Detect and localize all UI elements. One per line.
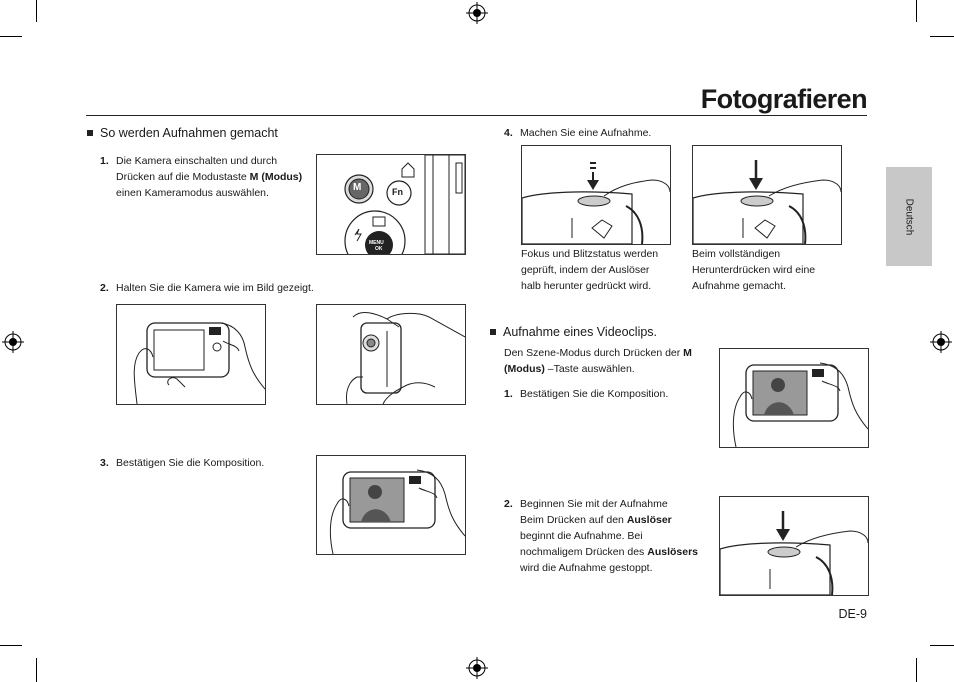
caption-line: Aufnahme gemacht.: [692, 280, 786, 292]
intro-text-bold: M: [683, 347, 692, 359]
step-text: Bestätigen Sie die Komposition.: [116, 457, 265, 469]
camera-hold-horizontal-figure: [116, 304, 266, 405]
page-title: Fotografieren: [700, 84, 868, 114]
step-4: 4. Machen Sie eine Aufnahme.: [504, 125, 714, 141]
crop-mark: [916, 0, 917, 22]
step-text: einen Kameramodus auswählen.: [116, 187, 269, 199]
step-text: Bestätigen Sie die Komposition.: [520, 388, 669, 400]
camera-lcd-portrait-illustration: [329, 469, 465, 554]
step-text: beginnt die Aufnahme. Bei: [520, 530, 643, 542]
menu-button-label: MENU: [369, 240, 384, 246]
intro-text: Den Szene-Modus durch Drücken der: [504, 347, 684, 359]
caption-line: Beim vollständigen: [692, 248, 781, 260]
page-number: DE-9: [838, 607, 867, 621]
step-1: 1. Die Kamera einschalten und durch Drüc…: [100, 153, 315, 201]
step-text-bold: M (Modus): [249, 171, 303, 183]
title-rule: [86, 115, 867, 116]
caption-half-press: Fokus und Blitzstatus werden geprüft, in…: [521, 246, 681, 294]
crop-mark: [0, 36, 22, 37]
ok-button-label: OK: [375, 246, 383, 252]
language-tab: Deutsch: [886, 167, 932, 266]
crop-mark: [36, 658, 37, 682]
intro-text-bold: (Modus): [504, 363, 545, 375]
section-heading-text: Aufnahme eines Videoclips.: [503, 325, 658, 339]
fn-button-label: Fn: [392, 187, 403, 197]
crop-mark: [930, 36, 954, 37]
step-text-bold: Auslöser: [626, 514, 672, 526]
video-step-1: 1. Bestätigen Sie die Komposition.: [504, 386, 709, 402]
camera-buttons-illustration: [344, 155, 465, 254]
step-number: 1.: [504, 388, 513, 400]
camera-buttons-figure: M Fn MENU OK: [316, 154, 466, 255]
step-text-bold: Auslösers: [647, 546, 699, 558]
caption-full-press: Beim vollständigen Herunterdrücken wird …: [692, 246, 852, 294]
registration-mark-icon: [466, 2, 488, 24]
hands-holding-camera-illustration: [133, 322, 265, 404]
video-step-2: 2. Beginnen Sie mit der Aufnahme Beim Dr…: [504, 496, 714, 576]
crop-mark: [36, 0, 37, 22]
step-number: 4.: [504, 127, 513, 139]
video-shutter-figure: [719, 496, 869, 596]
step-text: Machen Sie eine Aufnahme.: [520, 127, 652, 139]
camera-composition-figure: [316, 455, 466, 555]
caption-line: halb herunter gedrückt wird.: [521, 280, 652, 292]
video-composition-figure: [719, 348, 869, 448]
shutter-half-press-figure: [521, 145, 671, 245]
caption-line: Herunterdrücken wird eine: [692, 264, 816, 276]
step-text: Beginnen Sie mit der Aufnahme: [520, 498, 668, 510]
camera-hold-vertical-figure: [316, 304, 466, 405]
step-text: Beim Drücken auf den: [520, 514, 627, 526]
bullet-square-icon: [490, 329, 496, 335]
video-intro: Den Szene-Modus durch Drücken der M (Mod…: [504, 345, 709, 377]
section-heading: So werden Aufnahmen gemacht: [87, 126, 278, 140]
step-number: 1.: [100, 155, 109, 167]
crop-mark: [0, 645, 22, 646]
crop-mark: [930, 645, 954, 646]
step-text: Drücken auf die Modustaste: [116, 171, 250, 183]
bullet-square-icon: [87, 130, 93, 136]
step-3: 3. Bestätigen Sie die Komposition.: [100, 455, 310, 471]
shutter-half-press-illustration: [522, 162, 670, 244]
camera-lcd-portrait-illustration: [732, 362, 868, 447]
step-number: 3.: [100, 457, 109, 469]
mode-button-label: M: [353, 182, 362, 193]
step-text: wird die Aufnahme gestoppt.: [520, 562, 653, 574]
step-number: 2.: [504, 498, 513, 510]
shutter-full-press-figure: [692, 145, 842, 245]
section-heading-text: So werden Aufnahmen gemacht: [100, 126, 278, 140]
intro-text: –Taste auswählen.: [544, 363, 635, 375]
caption-line: geprüft, indem der Auslöser: [521, 264, 650, 276]
step-text: Die Kamera einschalten und durch: [116, 155, 278, 167]
registration-mark-icon: [930, 331, 952, 353]
step-text: Halten Sie die Kamera wie im Bild gezeig…: [116, 282, 314, 294]
section-heading-video: Aufnahme eines Videoclips.: [490, 325, 657, 339]
crop-mark: [916, 658, 917, 682]
hands-holding-camera-vertical-illustration: [346, 312, 465, 404]
registration-mark-icon: [2, 331, 24, 353]
language-tab-label: Deutsch: [903, 198, 915, 235]
shutter-press-illustration: [720, 511, 868, 595]
step-number: 2.: [100, 282, 109, 294]
step-text: nochmaligem Drücken des: [520, 546, 648, 558]
step-2: 2. Halten Sie die Kamera wie im Bild gez…: [100, 280, 340, 296]
registration-mark-icon: [466, 657, 488, 679]
caption-line: Fokus und Blitzstatus werden: [521, 248, 659, 260]
shutter-full-press-illustration: [693, 160, 841, 244]
